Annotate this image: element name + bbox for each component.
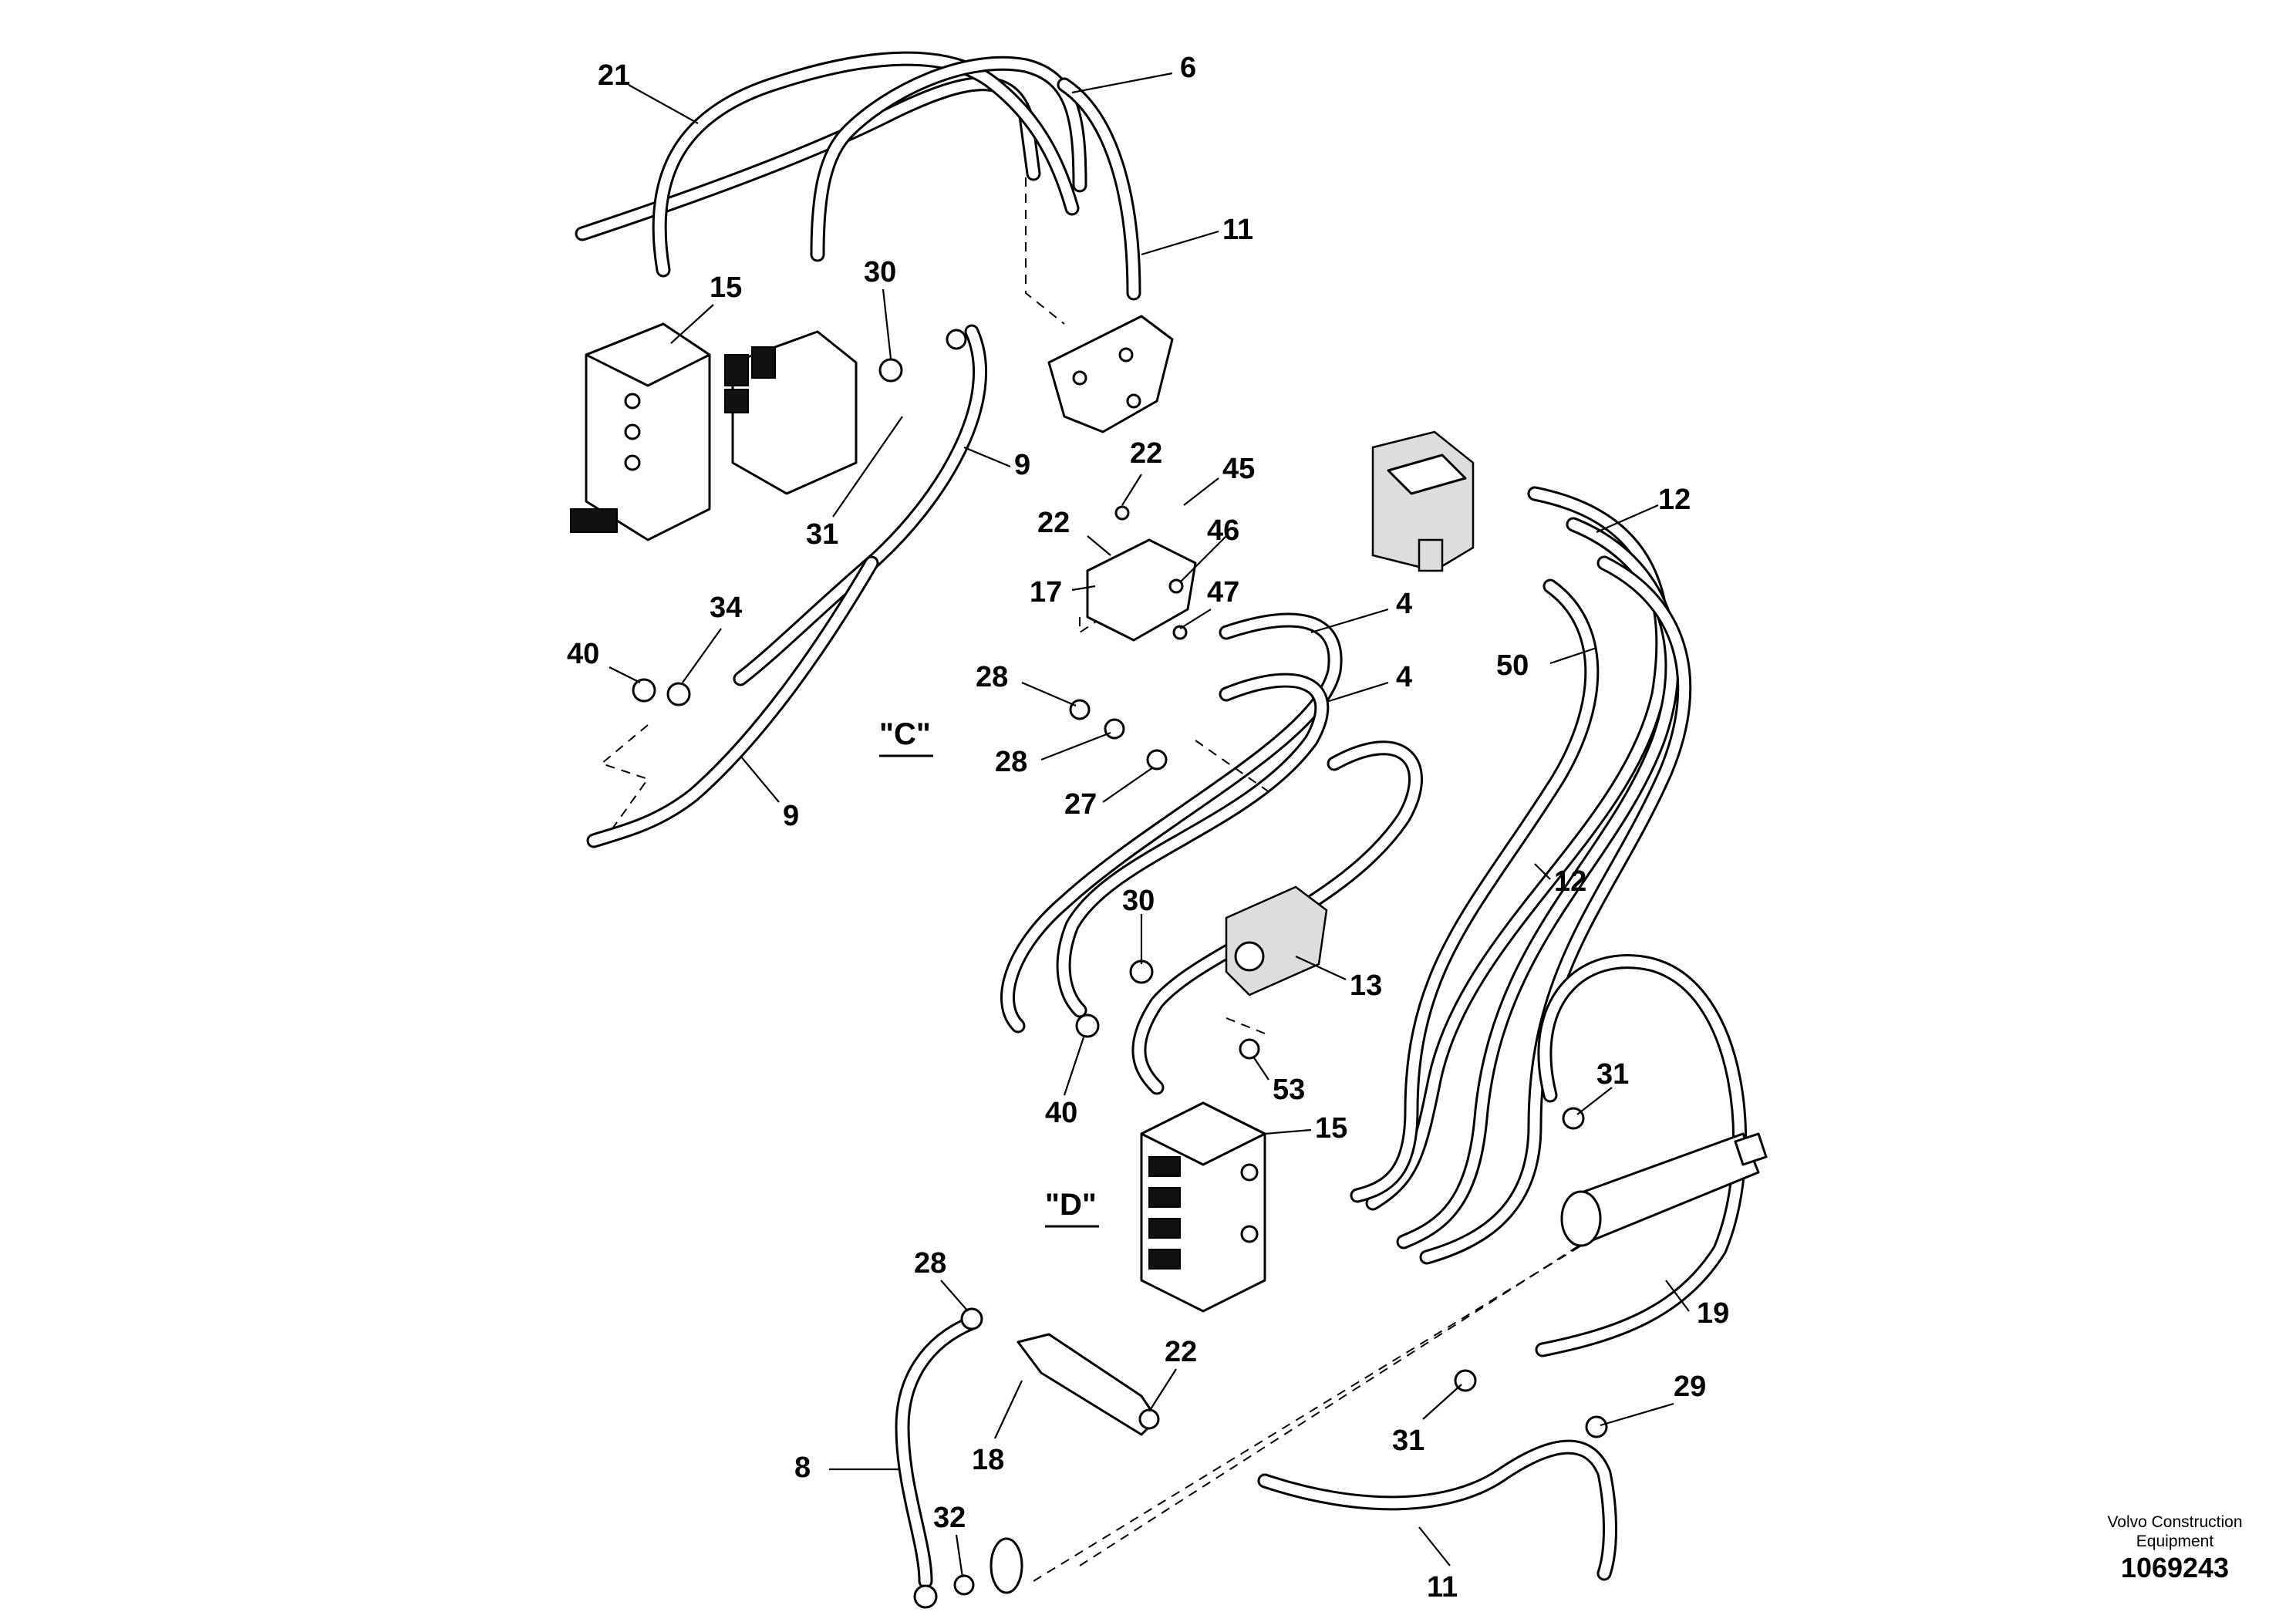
callout-47: 47 <box>1207 576 1239 609</box>
hose-11-lower <box>1257 1439 1617 1581</box>
callout-4: 4 <box>1396 661 1412 693</box>
valve-13 <box>1225 885 1328 996</box>
callout-18: 18 <box>972 1444 1004 1476</box>
section-label-c: "C" <box>879 717 931 751</box>
hydraulic-cylinder <box>1560 1132 1768 1247</box>
brand-line-1: Volvo Construction <box>2107 1513 2242 1531</box>
callout-31: 31 <box>1596 1058 1629 1091</box>
hose-12 <box>1350 486 1692 1265</box>
brand-line-2: Equipment <box>2136 1533 2214 1550</box>
hose-8 <box>895 1315 979 1589</box>
section-label-d: "D" <box>1045 1188 1097 1222</box>
mounting-plate-top <box>1047 315 1174 433</box>
reference-number: 1069243 <box>2121 1552 2229 1583</box>
fittings <box>632 329 1608 1609</box>
hoses <box>575 51 1748 1589</box>
hose-6 <box>810 56 1141 301</box>
bracket-18 <box>1017 1333 1158 1436</box>
callout-labels: 21 6 11 15 30 9 31 34 40 9 22 22 45 46 1… <box>567 52 1729 1603</box>
callout-40: 40 <box>1045 1097 1077 1129</box>
callout-53: 53 <box>1273 1074 1305 1106</box>
callout-11: 11 <box>1222 214 1253 246</box>
callout-12: 12 <box>1658 484 1691 516</box>
callout-28: 28 <box>976 661 1008 693</box>
callout-31: 31 <box>806 518 838 551</box>
callout-12: 12 <box>1554 865 1586 898</box>
callout-30: 30 <box>1122 885 1155 917</box>
callout-8: 8 <box>794 1452 811 1484</box>
hose-21 <box>575 51 1080 278</box>
callout-17: 17 <box>1030 576 1062 609</box>
callout-27: 27 <box>1064 788 1097 821</box>
callout-50: 50 <box>1496 649 1529 682</box>
callout-32: 32 <box>933 1502 966 1534</box>
callout-22: 22 <box>1130 437 1162 470</box>
callout-31: 31 <box>1392 1425 1424 1457</box>
hose-19 <box>1535 954 1748 1357</box>
hose-9 <box>586 324 987 848</box>
callout-46: 46 <box>1207 514 1239 547</box>
footer: Volvo Construction Equipment 1069243 <box>2107 1513 2242 1583</box>
callout-15: 15 <box>710 271 742 304</box>
callout-40: 40 <box>567 638 599 670</box>
callout-30: 30 <box>864 256 896 288</box>
solenoid-valve-block <box>724 330 858 495</box>
callout-11: 11 <box>1427 1571 1458 1603</box>
callout-45: 45 <box>1222 453 1255 485</box>
callout-4: 4 <box>1396 588 1412 620</box>
callout-22: 22 <box>1165 1336 1197 1368</box>
callout-13: 13 <box>1350 969 1382 1002</box>
callout-22: 22 <box>1037 507 1070 539</box>
valve-block-15-lower <box>1140 1101 1266 1313</box>
callout-9: 9 <box>1014 449 1030 481</box>
hose-4 <box>1000 612 1423 1095</box>
cylinder-lower <box>990 1537 1023 1594</box>
callout-19: 19 <box>1697 1297 1729 1330</box>
callout-28: 28 <box>995 746 1027 778</box>
plate-17 <box>1086 538 1197 642</box>
callout-15: 15 <box>1315 1112 1347 1145</box>
callout-34: 34 <box>710 592 742 624</box>
leader-lines <box>609 72 1690 1578</box>
callout-6: 6 <box>1180 52 1196 84</box>
callout-28: 28 <box>914 1247 946 1280</box>
callout-29: 29 <box>1674 1371 1706 1403</box>
steering-unit <box>1371 430 1475 572</box>
section-labels: "C" "D" <box>879 717 1099 1228</box>
callout-21: 21 <box>598 59 630 92</box>
callout-9: 9 <box>783 800 799 832</box>
valve-block-15-upper <box>570 322 711 541</box>
